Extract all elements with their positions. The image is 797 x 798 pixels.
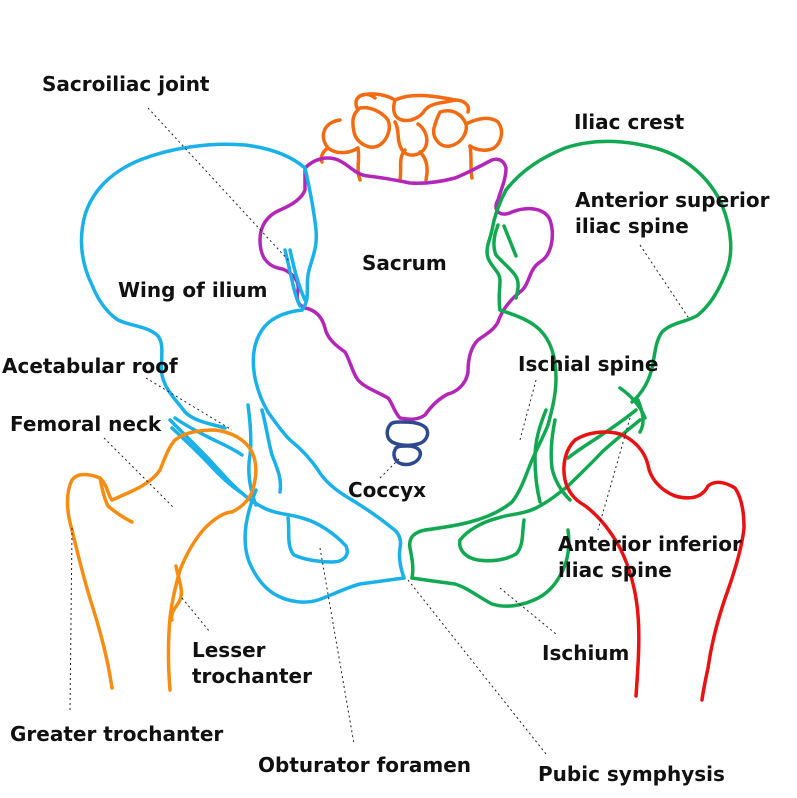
leader-pubic-symphysis bbox=[407, 579, 547, 755]
femur-left-outline bbox=[562, 430, 746, 702]
leader-lesser-trochanter bbox=[181, 597, 211, 633]
sacrum-outline bbox=[258, 156, 554, 421]
label-sacroiliac-joint: Sacroiliac joint bbox=[42, 72, 210, 96]
leader-ischial-spine bbox=[519, 379, 537, 441]
leader-asis bbox=[639, 244, 691, 321]
label-aiis-line2: iliac spine bbox=[558, 558, 672, 582]
label-asis-line2: iliac spine bbox=[575, 214, 689, 238]
leader-greater-trochanter bbox=[69, 527, 73, 713]
ilium-right-outline bbox=[79, 142, 406, 604]
leader-sacroiliac-joint bbox=[147, 107, 291, 263]
label-pubic-symphysis: Pubic symphysis bbox=[538, 762, 725, 786]
leader-obturator-foramen bbox=[319, 547, 355, 745]
label-wing-of-ilium: Wing of ilium bbox=[118, 278, 267, 302]
label-iliac-crest: Iliac crest bbox=[574, 110, 685, 134]
labels: Sacroiliac joint Iliac crest Anterior su… bbox=[2, 72, 770, 786]
femur-right-outline bbox=[65, 428, 258, 692]
leader-lines bbox=[69, 107, 691, 755]
leader-ischium bbox=[499, 587, 557, 635]
label-ischium: Ischium bbox=[542, 641, 629, 665]
label-lesser-trochanter-line1: Lesser bbox=[192, 638, 266, 662]
label-ischial-spine: Ischial spine bbox=[518, 352, 659, 376]
sacral-vertebra-outline bbox=[319, 92, 504, 182]
ilium-left-outline bbox=[407, 139, 733, 608]
label-lesser-trochanter-line2: trochanter bbox=[192, 664, 312, 688]
label-femoral-neck: Femoral neck bbox=[10, 412, 162, 436]
label-aiis-line1: Anterior inferior bbox=[558, 532, 742, 556]
label-acetabular-roof: Acetabular roof bbox=[2, 354, 178, 378]
label-greater-trochanter: Greater trochanter bbox=[10, 722, 223, 746]
label-coccyx: Coccyx bbox=[348, 478, 426, 502]
label-sacrum: Sacrum bbox=[362, 251, 447, 275]
coccyx-outline bbox=[385, 420, 430, 467]
label-asis-line1: Anterior superior bbox=[575, 188, 770, 212]
leader-acetabular-roof bbox=[145, 377, 233, 431]
label-obturator-foramen: Obturator foramen bbox=[258, 753, 471, 777]
leader-femoral-neck bbox=[103, 437, 175, 509]
